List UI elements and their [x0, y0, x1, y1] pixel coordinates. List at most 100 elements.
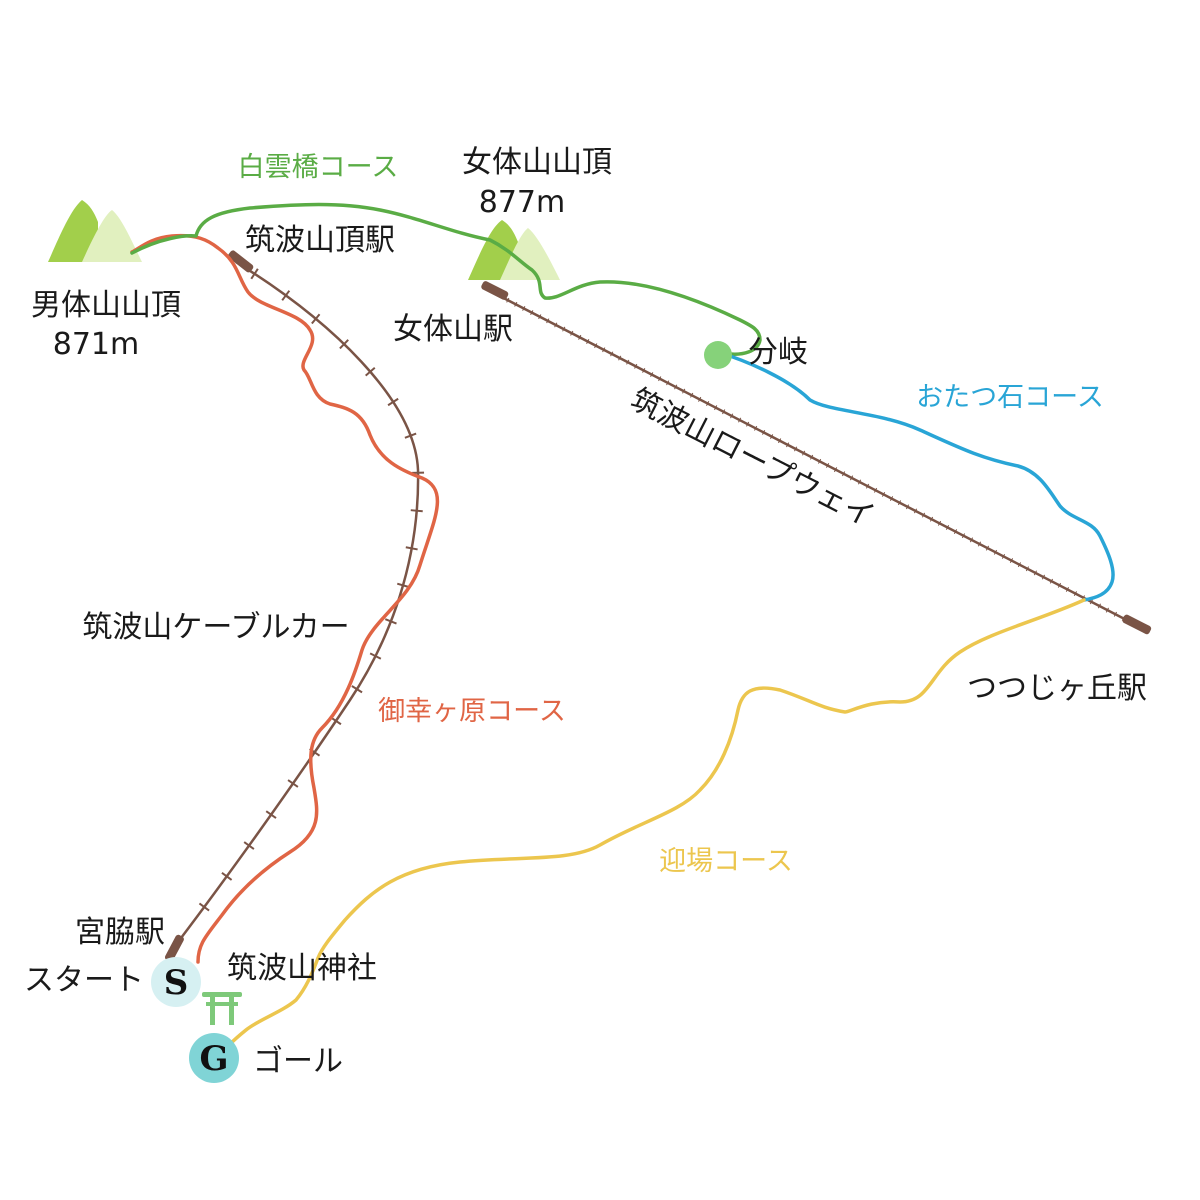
ropeway-tick: [1105, 607, 1109, 613]
ropeway-tick: [514, 301, 518, 307]
ropeway-tick: [634, 363, 638, 369]
cable-car-line: [164, 250, 425, 962]
nyotai-station-label: 女体山駅: [393, 312, 513, 347]
ropeway-tick: [570, 330, 574, 336]
ropeway-tick: [993, 549, 998, 555]
torii-left-pillar: [210, 995, 215, 1025]
ropeway-tick: [985, 545, 990, 551]
mukaeba-course-label: 迎場コース: [659, 846, 793, 877]
ropeway-tick: [945, 525, 950, 530]
cable-tick: [369, 652, 382, 660]
mountain-light-shape: [82, 210, 142, 262]
ropeway-line: [481, 281, 1152, 635]
cable-tick: [281, 290, 291, 301]
ropeway-tick: [530, 310, 534, 316]
nyotai-peak-mountain-icon: [468, 220, 560, 280]
shirakumo-course-trail: [130, 202, 762, 356]
nantai-peak-elevation: 871m: [53, 327, 139, 362]
ropeway-tick: [554, 322, 558, 328]
ropeway-tick: [538, 314, 542, 320]
ropeway-tick: [969, 537, 974, 543]
start-badge: S: [151, 957, 201, 1007]
cable-car-ticks: [198, 268, 425, 912]
ropeway-tick: [929, 516, 934, 522]
ropeway-tick: [666, 380, 670, 386]
ropeway-tick: [977, 541, 982, 547]
cable-tick: [221, 872, 233, 881]
cable-tick: [405, 546, 418, 551]
ropeway-tick: [682, 388, 686, 394]
ropeway-tick: [961, 533, 966, 539]
tsutsujigaoka-station-label: つつじヶ丘駅: [967, 671, 1147, 706]
ropeway-tick: [730, 413, 734, 419]
mountain-light-shape: [500, 228, 560, 280]
ropeway-tick: [1113, 611, 1117, 617]
ropeway-tick: [897, 500, 902, 506]
ropeway-tick: [610, 351, 614, 357]
cable-tick: [250, 268, 259, 280]
ropeway-tick: [522, 305, 526, 311]
miyawaki-station-marker: [164, 934, 184, 962]
ropeway-tick: [786, 442, 790, 448]
ropeway-tick: [953, 529, 958, 535]
ropeway-tick: [913, 508, 918, 514]
ropeway-ticks: [506, 297, 1133, 625]
summit-station-label: 筑波山頂駅: [245, 223, 395, 258]
ropeway-tick: [849, 475, 854, 481]
ropeway-tick: [873, 487, 878, 493]
goal-badge: G: [189, 1033, 239, 1083]
cable-tick: [198, 902, 210, 912]
ropeway-tick: [794, 446, 798, 452]
shirakumo-course-label: 白雲橋コース: [238, 152, 399, 183]
nantai-peak-name: 男体山山頂: [31, 288, 181, 323]
ropeway-tick: [714, 405, 718, 411]
ropeway-tick: [921, 512, 926, 518]
nantai-peak-mountain-icon: [48, 200, 142, 262]
ropeway-tick: [857, 479, 862, 485]
summit-station-marker: [228, 250, 254, 273]
ropeway-tick: [1073, 591, 1078, 597]
start-badge-letter: S: [164, 963, 189, 1003]
ropeway-tick: [865, 483, 870, 489]
cable-tick: [243, 841, 255, 850]
ropeway-tick: [642, 367, 646, 373]
ropeway-tick: [722, 409, 726, 415]
tsutsujigaoka-station-marker: [1122, 614, 1152, 635]
cable-car-track: [177, 260, 420, 943]
ropeway-tick: [1017, 562, 1022, 568]
ropeway-tick: [1049, 578, 1054, 584]
ropeway-tick: [754, 425, 758, 431]
cable-tick: [396, 582, 410, 588]
cable-car-label: 筑波山ケーブルカー: [82, 610, 349, 645]
goal-badge-circle: [189, 1033, 239, 1083]
ropeway-tick: [881, 491, 886, 497]
ropeway-tick: [1057, 582, 1062, 588]
ropeway-tick: [825, 463, 830, 468]
ropeway-tick: [626, 359, 630, 365]
ropeway-tick: [1089, 599, 1094, 605]
ropeway-tick: [562, 326, 566, 332]
miyukigahara-course-trail: [130, 233, 440, 964]
miyawaki-station-label: 宮脇駅: [75, 915, 165, 950]
nyotai-station-marker: [481, 281, 509, 300]
cable-tick: [410, 509, 423, 513]
cable-tick: [387, 397, 399, 407]
torii-lower-beam: [206, 1002, 238, 1006]
ropeway-tick: [738, 417, 742, 423]
ropeway-tick: [889, 496, 894, 501]
otatsu-course-trail: [716, 350, 1115, 602]
ropeway-tick: [658, 376, 662, 382]
ropeway-tick: [618, 355, 622, 361]
mukaeba-course-trail: [226, 598, 1086, 1048]
cable-tick: [404, 432, 417, 439]
otatsu-course-label: おたつ石コース: [916, 382, 1104, 413]
ropeway-tick: [674, 384, 678, 390]
torii-top-beam: [202, 992, 242, 997]
ropeway-label: 筑波山ロープウェイ: [625, 382, 880, 535]
ropeway-tick: [746, 421, 750, 427]
mountain-dark-shape: [48, 200, 98, 262]
ropeway-tick: [1001, 553, 1006, 559]
ropeway-tick: [602, 347, 606, 353]
miyukigahara-course-label: 御幸ヶ原コース: [378, 696, 566, 727]
